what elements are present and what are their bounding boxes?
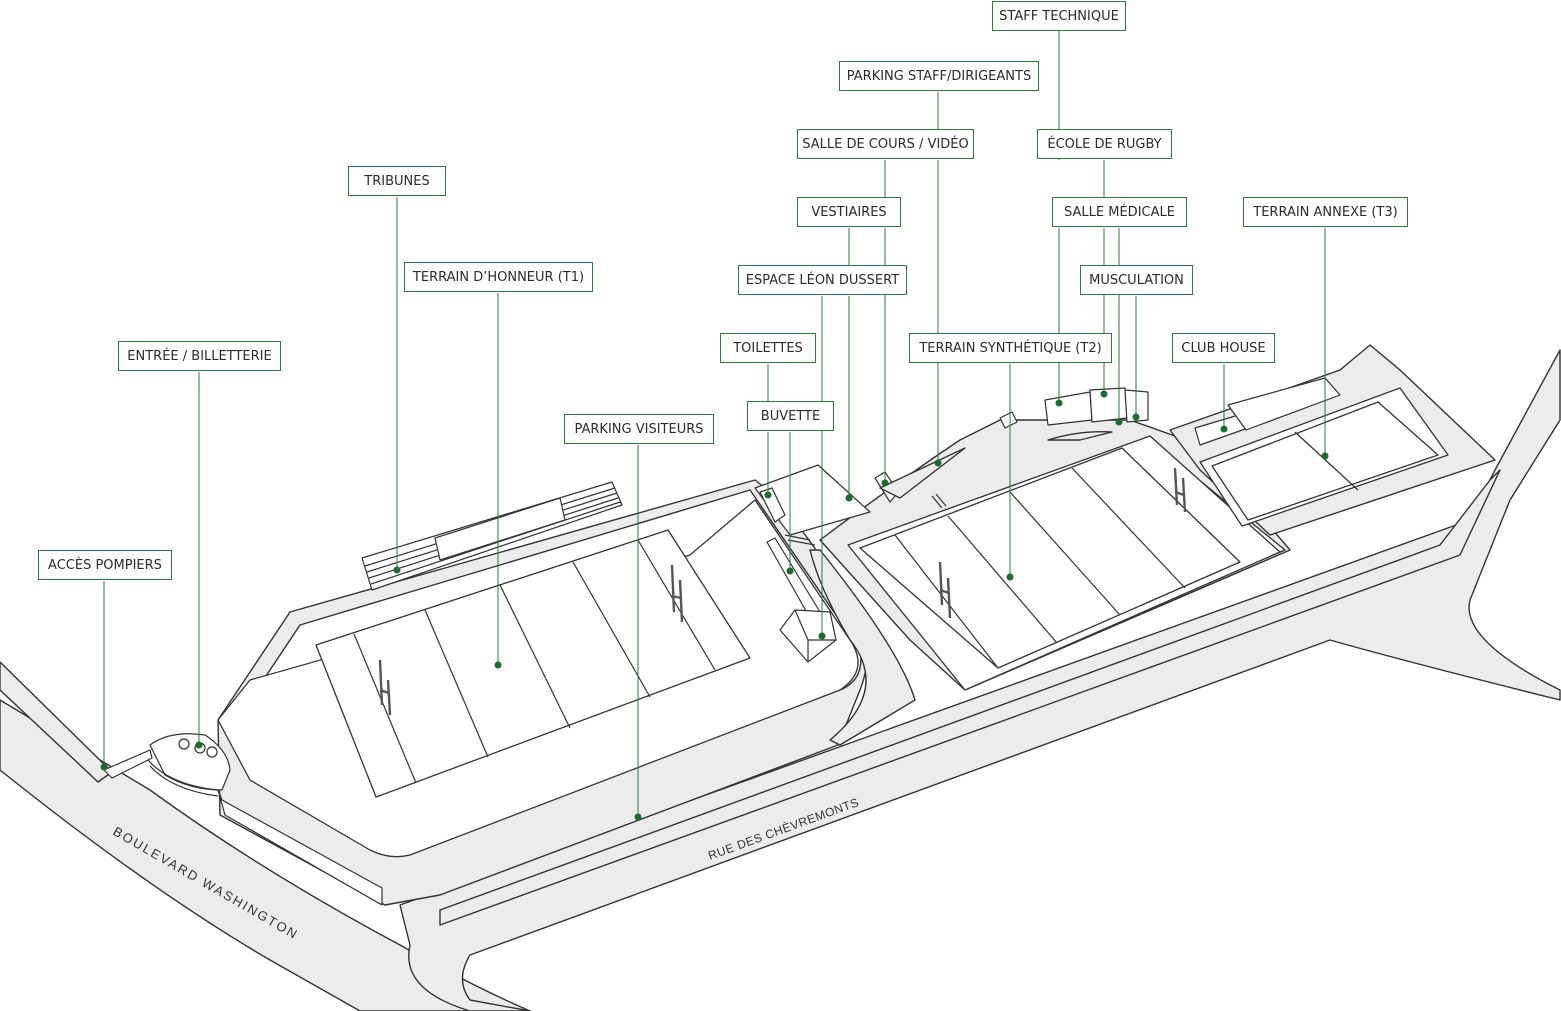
- parking-driveway: [439, 469, 1501, 926]
- label-terrain-synthetique[interactable]: TERRAIN SYNTHÉTIQUE (T2): [909, 333, 1112, 363]
- label-tribunes[interactable]: TRIBUNES: [348, 166, 446, 196]
- dot-terrain-honneur: [494, 661, 502, 669]
- label-parking-visiteurs[interactable]: PARKING VISITEURS: [564, 414, 714, 444]
- tribunes-stand: [361, 481, 623, 591]
- label-staff-technique[interactable]: STAFF TECHNIQUE: [992, 1, 1126, 31]
- dot-buvette: [786, 567, 794, 575]
- buildings: [103, 377, 1341, 906]
- dot-acces-pompiers: [100, 763, 108, 771]
- terrain-t2: [847, 435, 1281, 691]
- leader-lines: [103, 31, 1326, 817]
- label-entree[interactable]: ENTRÉE / BILLETTERIE: [118, 341, 281, 371]
- label-terrain-annexe[interactable]: TERRAIN ANNEXE (T3): [1243, 197, 1408, 227]
- left-strip: [809, 549, 916, 746]
- label-musculation[interactable]: MUSCULATION: [1080, 265, 1193, 295]
- t1-goal-post-left: [378, 659, 392, 716]
- dot-tribunes: [393, 566, 401, 574]
- dot-salle-medicale: [1115, 418, 1123, 426]
- dot-parking-staff: [934, 459, 942, 467]
- dot-musculation: [1132, 413, 1140, 421]
- t2-goal-post-right: [1173, 467, 1187, 513]
- dot-salle-cours: [818, 632, 826, 640]
- label-toilettes[interactable]: TOILETTES: [720, 333, 816, 363]
- dot-parking-visiteurs: [634, 813, 642, 821]
- ecole-rugby-building: [1089, 387, 1128, 423]
- dot-club-house: [1220, 425, 1228, 433]
- dot-espace-leon: [845, 494, 853, 502]
- terrain-t1: [217, 499, 859, 858]
- dot-terrain-synthetique: [1006, 573, 1014, 581]
- label-salle-medicale[interactable]: SALLE MÉDICALE: [1052, 197, 1187, 227]
- boulevard-edge: [0, 661, 113, 783]
- dot-vestiaires: [881, 479, 889, 487]
- t3-pitch: [1211, 401, 1439, 521]
- location-dots: [100, 390, 1329, 821]
- boulevard-washington: [0, 699, 531, 1011]
- dot-terrain-annexe: [1321, 452, 1329, 460]
- staff-building: [1044, 391, 1093, 426]
- label-buvette[interactable]: BUVETTE: [747, 401, 834, 431]
- label-parking-staff[interactable]: PARKING STAFF/DIRIGEANTS: [839, 61, 1039, 91]
- dot-staff-technique: [1055, 399, 1063, 407]
- label-terrain-honneur[interactable]: TERRAIN D’HONNEUR (T1): [404, 262, 593, 292]
- dot-ecole-rugby: [1100, 390, 1108, 398]
- t1-goal-post-right: [670, 564, 684, 623]
- label-club-house[interactable]: CLUB HOUSE: [1172, 333, 1275, 363]
- t1-pitch: [315, 529, 751, 798]
- label-salle-cours[interactable]: SALLE DE COURS / VIDÉO: [797, 129, 974, 159]
- dot-entree: [195, 741, 203, 749]
- label-espace-leon[interactable]: ESPACE LÉON DUSSERT: [738, 265, 907, 295]
- label-ecole-rugby[interactable]: ÉCOLE DE RUGBY: [1037, 129, 1172, 159]
- dot-toilettes: [764, 491, 772, 499]
- t2-goal-post-left: [938, 561, 952, 619]
- label-acces-pompiers[interactable]: ACCÈS POMPIERS: [38, 550, 172, 580]
- label-vestiaires[interactable]: VESTIAIRES: [797, 197, 901, 227]
- rue-des-chevremonts: [399, 349, 1561, 1011]
